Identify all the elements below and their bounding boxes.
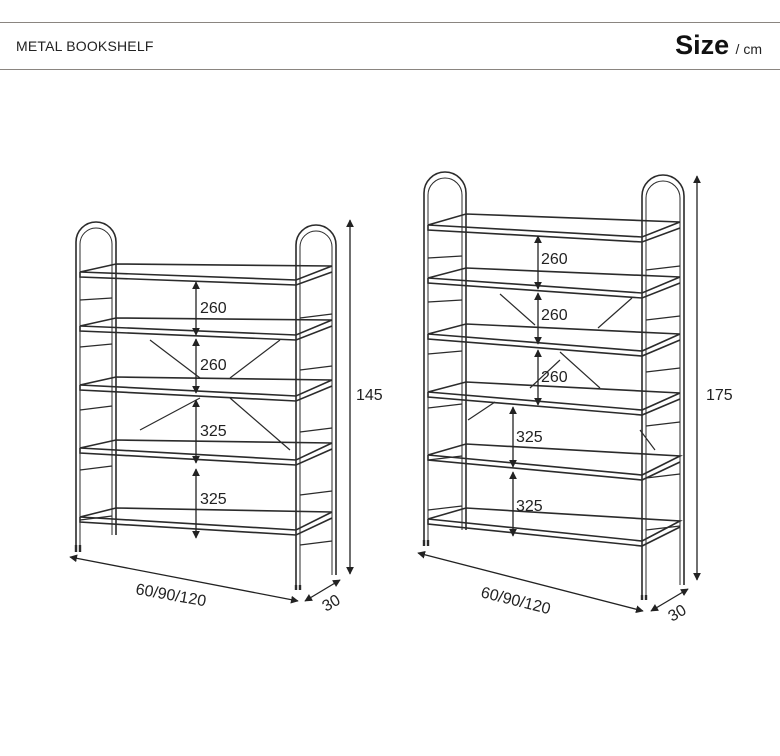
shelf-small (74, 221, 337, 590)
right-post (295, 224, 337, 585)
shelf-board (79, 317, 333, 336)
shelf-board (79, 507, 333, 531)
small-gap-1: 260 (200, 300, 227, 317)
shelf-board (427, 443, 684, 476)
small-total-height: 145 (356, 387, 383, 404)
header-bar: METAL BOOKSHELF Size / cm (0, 22, 780, 70)
large-gap-3: 260 (541, 369, 568, 386)
right-post (641, 174, 685, 595)
large-gap-2: 260 (541, 307, 568, 324)
shelf-board (79, 439, 333, 461)
large-gap-5: 325 (516, 498, 543, 515)
small-gap-3: 325 (200, 423, 227, 440)
large-width: 60/90/120 (479, 584, 552, 618)
size-label: Size / cm (675, 30, 762, 61)
small-depth: 30 (320, 592, 344, 616)
small-gap-4: 325 (200, 491, 227, 508)
size-unit: / cm (735, 41, 762, 57)
shelf-board (427, 381, 681, 411)
left-post (75, 221, 117, 545)
large-total-height: 175 (706, 387, 733, 404)
small-width-arrow (69, 554, 299, 604)
product-name: METAL BOOKSHELF (16, 38, 154, 54)
shelf-board (427, 267, 681, 294)
shelf-board (79, 263, 333, 281)
small-gap-2: 260 (200, 357, 227, 374)
large-width-arrow (417, 550, 644, 614)
shelf-board (427, 323, 681, 352)
large-depth: 30 (666, 602, 690, 626)
shelf-large (422, 171, 685, 600)
shelf-board (427, 507, 683, 542)
shelf-board (79, 376, 333, 397)
large-gap-4: 325 (516, 429, 543, 446)
shelf-board (427, 213, 681, 238)
left-post (423, 171, 467, 540)
size-word: Size (675, 30, 730, 60)
large-height-arrows (509, 235, 542, 537)
large-depth-arrow (650, 588, 689, 612)
small-width: 60/90/120 (134, 581, 207, 610)
small-depth-arrow (304, 579, 341, 602)
large-gap-1: 260 (541, 251, 568, 268)
